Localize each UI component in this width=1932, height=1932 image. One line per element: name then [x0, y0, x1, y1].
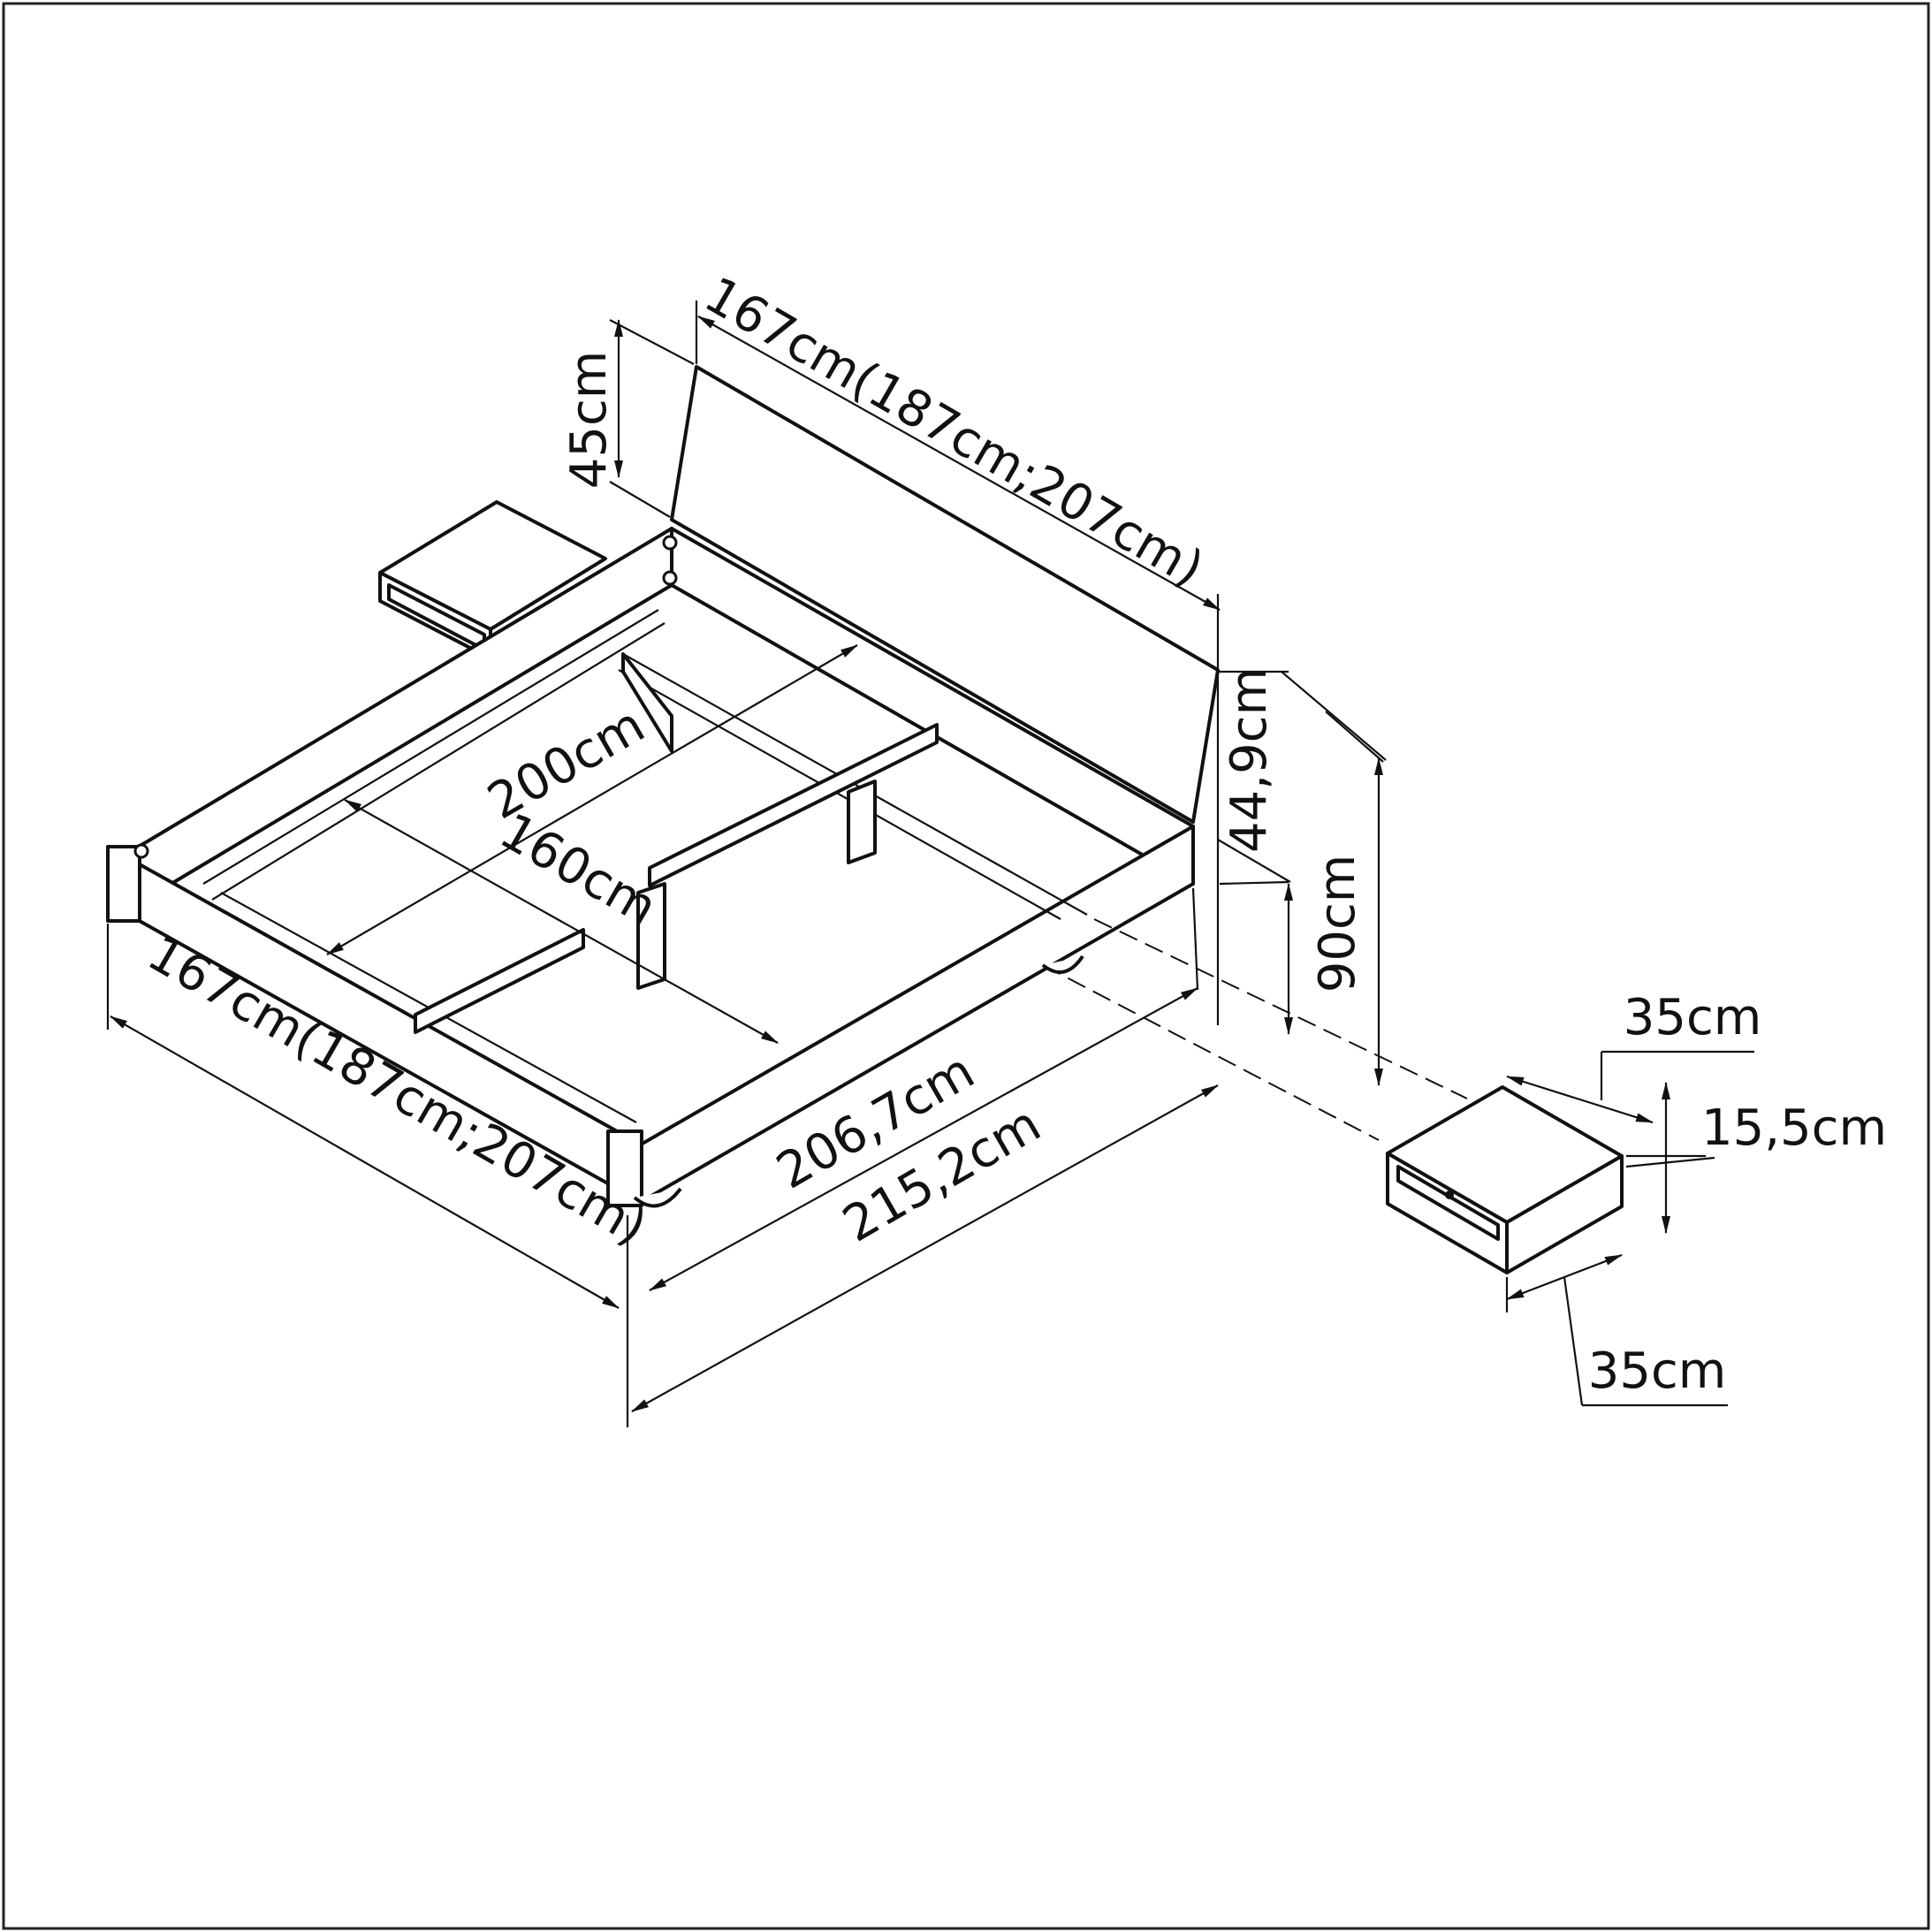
label-nightstand-depth: 35cm — [1588, 1343, 1727, 1400]
dimension-labels: 45cm 167cm(187cm;207cm) 200cm 160cm 44,9… — [138, 266, 1887, 1400]
label-mattress-length: 200cm — [478, 696, 654, 831]
dimension-lines — [106, 300, 1754, 1427]
label-total-height: 90cm — [1309, 855, 1366, 993]
bolt-hole-back-1 — [662, 535, 678, 551]
label-nightstand-height: 15,5cm — [1701, 1099, 1887, 1157]
front-rail — [122, 854, 643, 1204]
nightstand-knob — [1445, 1190, 1454, 1199]
bolt-hole-back-2 — [662, 570, 678, 586]
bolt-hole-front — [133, 843, 149, 859]
right-nightstand — [1386, 1085, 1624, 1274]
label-headboard-height: 45cm — [560, 351, 618, 490]
center-support-leg-2 — [847, 780, 877, 864]
label-frame-height: 44,9cm — [1221, 667, 1278, 853]
left-nightstand — [378, 500, 607, 660]
label-mattress-width: 160cm — [491, 802, 666, 937]
cross-beam-2 — [414, 928, 585, 1034]
label-nightstand-width: 35cm — [1624, 989, 1762, 1046]
front-left-post — [106, 845, 141, 923]
